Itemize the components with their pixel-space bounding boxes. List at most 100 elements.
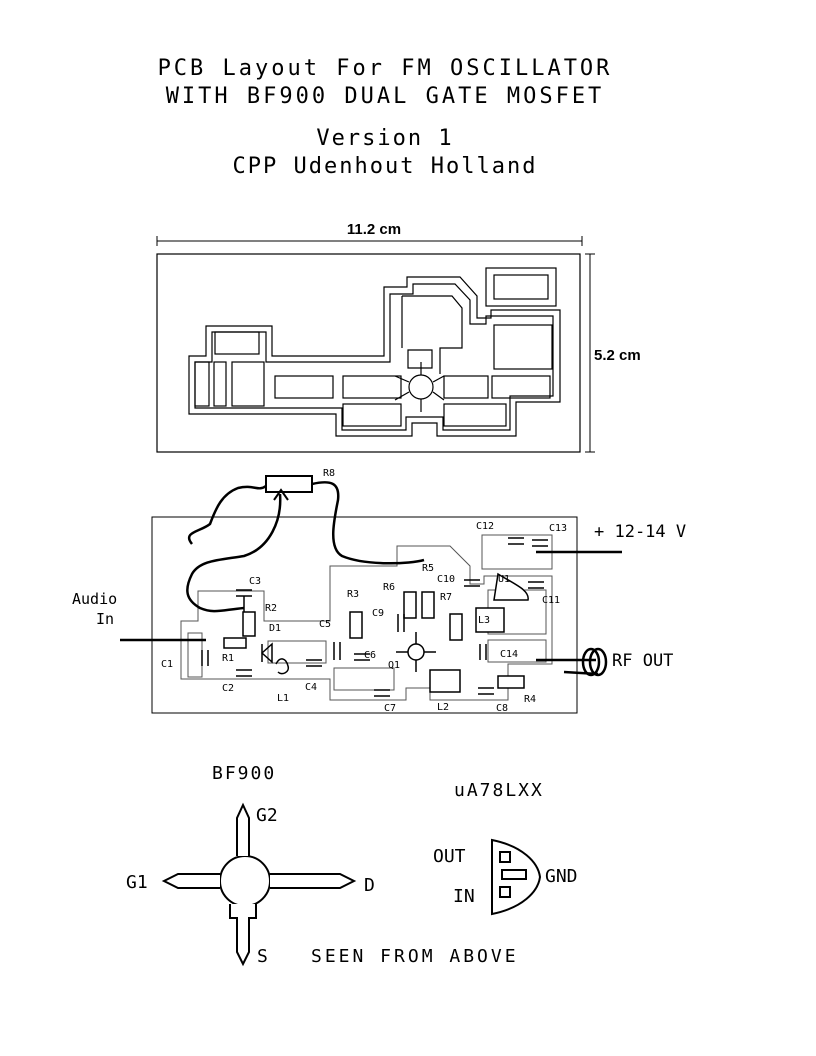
coil-l1 [275,658,290,675]
mosfet-pad [408,374,434,400]
component-placement [151,516,578,714]
pad-center-right [443,375,489,399]
label-c6: C6 [364,650,376,661]
capacitor-c14 [479,644,487,660]
pot-wiper-wire [186,493,282,613]
resistor-r3 [349,611,363,639]
capacitor-c6 [354,653,370,661]
resistor-r5 [421,591,435,619]
capacitor-c8 [478,687,494,695]
ground-pour-outline [188,276,561,437]
capacitor-c12 [508,537,524,545]
audio-in-label-1: Audio [72,590,117,608]
author-label: CPP Udenhout Holland [232,154,538,179]
label-c10: C10 [437,574,455,585]
label-c7: C7 [384,703,396,714]
pin-s-label: S [257,946,268,967]
label-r7: R7 [440,592,452,603]
regulator-pinout [491,838,542,916]
width-dimension [156,236,583,246]
label-c2: C2 [222,683,234,694]
label-r2: R2 [265,603,277,614]
resistor-r1 [223,637,247,649]
label-q1: Q1 [388,660,400,671]
label-r8: R8 [323,468,335,479]
coil-l3 [475,607,505,633]
label-r4: R4 [524,694,536,705]
label-c12: C12 [476,521,494,532]
capacitor-c13 [532,539,548,547]
bf900-body [219,855,271,907]
label-l3: L3 [478,615,490,626]
label-l2: L2 [437,702,449,713]
pin-out-pad [499,851,511,863]
pad-center-left [342,375,402,399]
resistor-r4 [497,675,525,689]
resistor-r6 [403,591,417,619]
label-r1: R1 [222,653,234,664]
label-c5: C5 [319,619,331,630]
pin-in-label: IN [453,886,475,907]
label-c9: C9 [372,608,384,619]
version-label: Version 1 [316,126,454,151]
pin-in-pad [499,886,511,898]
label-r5: R5 [422,563,434,574]
component-leads [201,537,548,697]
supply-voltage-label: + 12-14 V [594,522,686,542]
capacitor-c11 [528,581,544,589]
pin-gnd-label: GND [545,866,578,887]
pin-s [229,904,257,967]
pad-mid-left [274,375,334,399]
pin-gnd-pad [501,869,527,880]
pad-regulator [485,267,557,307]
label-c14: C14 [500,649,518,660]
width-label: 11.2 cm [347,221,401,238]
label-c3: C3 [249,576,261,587]
height-label: 5.2 cm [594,347,641,364]
label-r3: R3 [347,589,359,600]
capacitor-c3 [236,589,252,612]
bf900-pinout [161,802,357,967]
capacitor-c9 [397,614,405,632]
title-line-1: PCB Layout For FM OSCILLATOR [157,56,613,81]
resistor-r7 [449,613,463,641]
capacitor-c5 [333,642,341,660]
capacitor-c4 [306,659,322,667]
pin-g1-label: G1 [126,872,148,893]
pin-d [270,873,357,889]
potentiometer-r8 [265,475,313,501]
pin-g2-label: G2 [256,805,278,826]
audio-in-label-2: In [96,610,114,628]
pot-wire-left [187,484,267,545]
label-c11: C11 [542,595,560,606]
label-r6: R6 [383,582,395,593]
pad-right-large [493,324,553,370]
title-line-2: WITH BF900 DUAL GATE MOSFET [165,84,605,109]
diode-d1 [260,642,273,664]
pad-left-top [214,331,260,355]
board-outline-2 [151,516,578,714]
pin-g1 [161,873,220,889]
label-c1: C1 [161,659,173,670]
pin-out-label: OUT [433,846,466,867]
label-d1: D1 [269,623,281,634]
wires [120,481,622,676]
pin-d-label: D [364,875,375,896]
pcb-copper-layout [156,253,581,453]
bf900-title: BF900 [212,763,276,784]
capacitor-c10 [464,579,480,587]
resistor-r2 [242,611,256,637]
rf-out-label: RF OUT [612,651,673,671]
pot-wire-right [311,481,425,565]
label-c13: C13 [549,523,567,534]
board-outline [156,253,581,453]
mosfet-q1 [407,643,425,661]
regulator-u1 [493,572,529,601]
label-u1: U1 [498,574,510,585]
capacitor-c7 [374,689,390,697]
component-symbols [223,572,529,693]
seen-from-above-label: SEEN FROM ABOVE [311,946,519,967]
regulator-title: uA78LXX [454,780,544,801]
capacitor-c1 [201,650,209,666]
